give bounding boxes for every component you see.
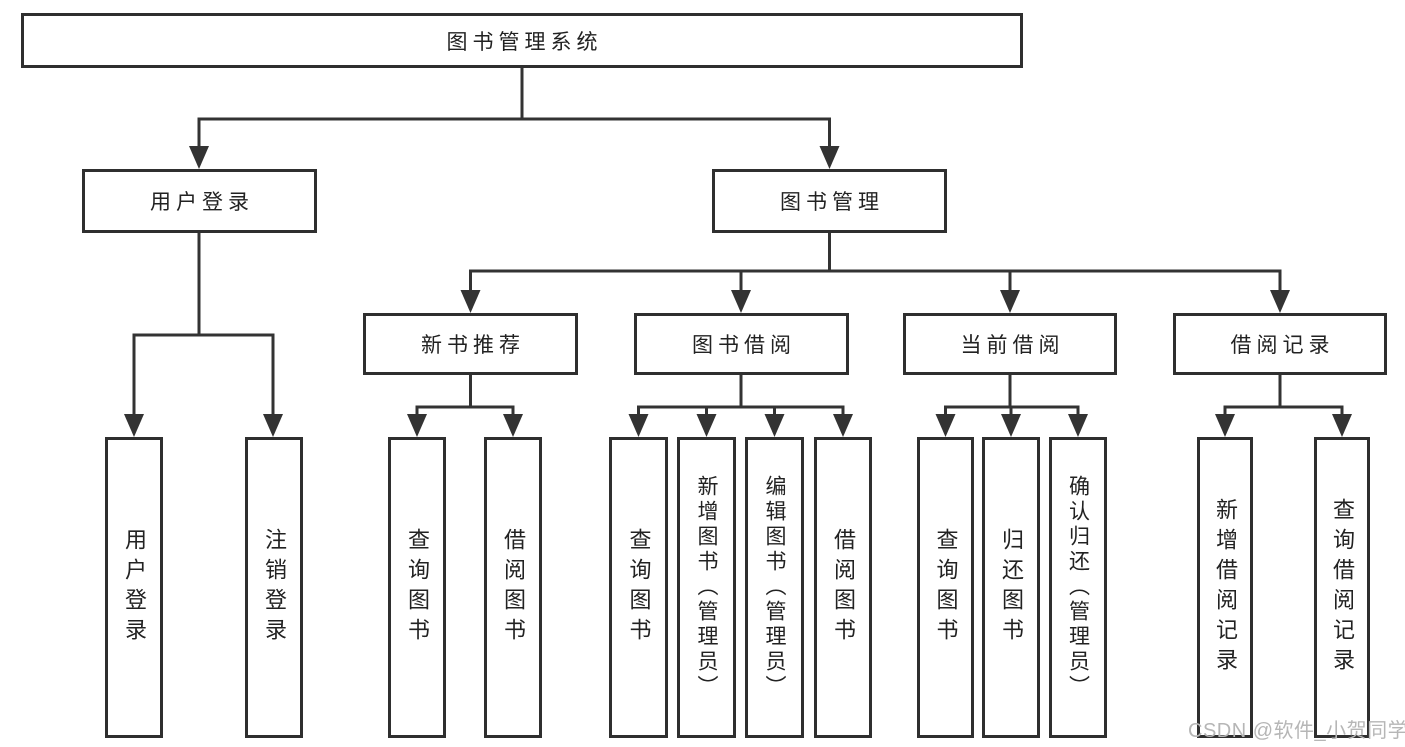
leaf-confirm-return-admin: 确认归还（管理员） xyxy=(1049,437,1107,738)
node-root: 图书管理系统 xyxy=(21,13,1023,68)
leaf-recommend-borrow-books-label: 借阅图书 xyxy=(501,527,526,648)
node-user-login-label: 用户登录 xyxy=(150,191,254,214)
watermark: CSDN @软件_小贺同学 xyxy=(1188,720,1405,742)
leaf-borrow-search-books: 查询图书 xyxy=(609,437,668,738)
node-book-borrow-label: 图书借阅 xyxy=(692,334,796,357)
node-root-label: 图书管理系统 xyxy=(446,30,603,54)
node-new-book-recommend: 新书推荐 xyxy=(363,313,578,375)
leaf-add-borrow-record: 新增借阅记录 xyxy=(1197,437,1253,738)
leaf-borrow-books: 借阅图书 xyxy=(814,437,872,738)
node-borrow-records: 借阅记录 xyxy=(1173,313,1387,375)
node-new-book-recommend-label: 新书推荐 xyxy=(421,334,525,357)
leaf-borrow-search-books-label: 查询图书 xyxy=(626,527,652,648)
leaf-add-borrow-record-label: 新增借阅记录 xyxy=(1213,497,1238,678)
arrowheads xyxy=(124,146,1352,437)
leaf-edit-book-admin-label: 编辑图书（管理员） xyxy=(763,475,786,700)
node-book-management-label: 图书管理 xyxy=(780,191,884,214)
node-current-borrow: 当前借阅 xyxy=(903,313,1117,375)
node-borrow-records-label: 借阅记录 xyxy=(1230,334,1335,357)
leaf-current-search-books: 查询图书 xyxy=(917,437,974,738)
node-book-borrow: 图书借阅 xyxy=(634,313,849,375)
leaf-user-login-label: 用户登录 xyxy=(122,527,147,648)
leaf-add-book-admin-label: 新增图书（管理员） xyxy=(695,475,718,700)
leaf-logout-label: 注销登录 xyxy=(262,527,287,648)
node-current-borrow-label: 当前借阅 xyxy=(960,334,1065,357)
leaf-recommend-search-books-label: 查询图书 xyxy=(405,527,430,648)
leaf-confirm-return-admin-label: 确认归还（管理员） xyxy=(1066,475,1090,700)
leaf-logout: 注销登录 xyxy=(245,437,303,738)
leaf-recommend-search-books: 查询图书 xyxy=(388,437,446,738)
leaf-return-books-label: 归还图书 xyxy=(999,527,1024,648)
node-book-management: 图书管理 xyxy=(712,169,947,233)
leaf-return-books: 归还图书 xyxy=(982,437,1040,738)
leaf-add-book-admin: 新增图书（管理员） xyxy=(677,437,736,738)
leaf-search-borrow-record: 查询借阅记录 xyxy=(1314,437,1370,738)
leaf-search-borrow-record-label: 查询借阅记录 xyxy=(1330,497,1355,678)
leaf-borrow-books-label: 借阅图书 xyxy=(831,527,856,648)
node-user-login: 用户登录 xyxy=(82,169,317,233)
leaf-user-login: 用户登录 xyxy=(105,437,163,738)
leaf-edit-book-admin: 编辑图书（管理员） xyxy=(745,437,804,738)
leaf-current-search-books-label: 查询图书 xyxy=(933,527,959,648)
leaf-recommend-borrow-books: 借阅图书 xyxy=(484,437,542,738)
